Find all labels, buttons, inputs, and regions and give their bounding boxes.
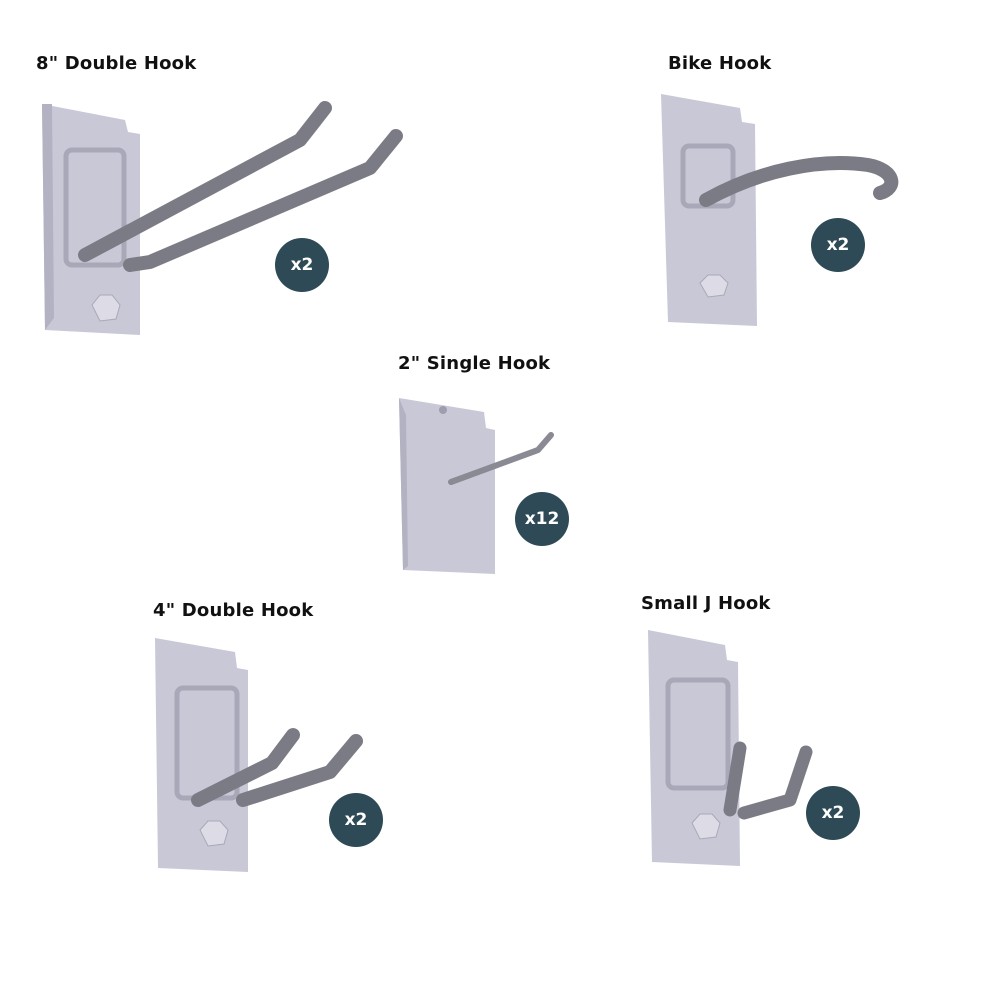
quantity-badge: x2	[329, 793, 383, 847]
quantity-badge: x12	[515, 492, 569, 546]
quantity-badge: x2	[811, 218, 865, 272]
single-hook-2in-icon	[399, 398, 554, 574]
product-title: Bike Hook	[668, 53, 772, 74]
quantity-badge: x2	[806, 786, 860, 840]
quantity-badge: x2	[275, 238, 329, 292]
product-title: 8" Double Hook	[36, 53, 197, 74]
bike-hook-icon	[661, 94, 899, 326]
product-title: 4" Double Hook	[153, 600, 314, 621]
product-title: Small J Hook	[641, 593, 771, 614]
product-title: 2" Single Hook	[398, 353, 551, 374]
double-hook-8in-icon	[42, 101, 403, 335]
